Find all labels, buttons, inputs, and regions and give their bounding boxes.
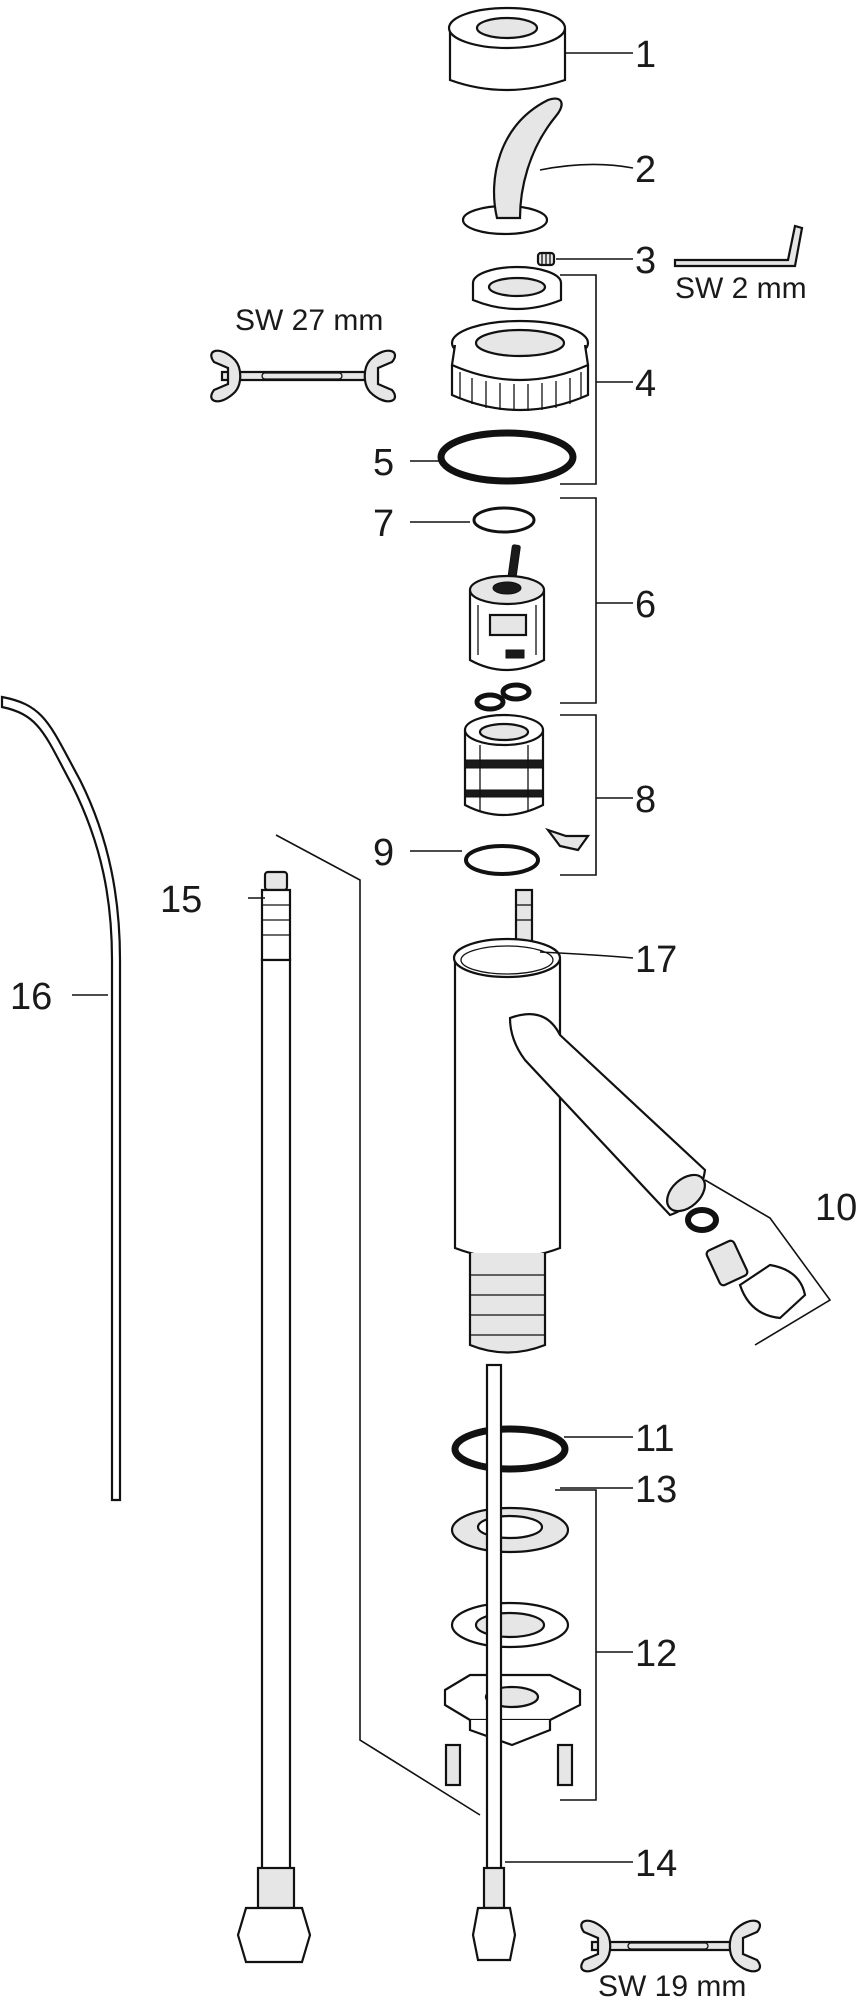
- wrench-bottom-size-label: SW 19 mm: [598, 1970, 746, 2000]
- callout-14: 14: [635, 1843, 677, 1885]
- callout-2: 2: [635, 149, 656, 191]
- part-16-rod: [0, 695, 122, 1502]
- cartridge-seals: [474, 682, 532, 712]
- callout-13: 13: [635, 1469, 677, 1511]
- part-1-cap: [447, 6, 567, 92]
- callout-17: 17: [635, 939, 677, 981]
- part-14-supply-pipe: [471, 1363, 517, 1962]
- callout-12: 12: [635, 1633, 677, 1675]
- part-8-insert: [463, 713, 591, 852]
- callout-11: 11: [635, 1418, 674, 1460]
- part-15-flex-hose: [236, 870, 312, 1964]
- callout-3: 3: [635, 240, 656, 282]
- part-6-cartridge: [468, 544, 546, 671]
- leader-lines: [72, 52, 832, 1863]
- callout-8: 8: [635, 779, 656, 821]
- callout-5: 5: [373, 442, 394, 484]
- wrench-top-icon: [210, 349, 396, 403]
- part-11-o-ring: [451, 1425, 569, 1473]
- part-3-grub-screw: [536, 251, 556, 267]
- callout-16: 16: [10, 976, 52, 1018]
- hex-key-icon: [673, 224, 804, 268]
- callout-7: 7: [373, 503, 394, 545]
- callout-9: 9: [373, 832, 394, 874]
- part-10-aerator: [685, 1207, 807, 1320]
- part-9-o-ring: [464, 844, 540, 876]
- callout-1: 1: [635, 34, 656, 76]
- callout-10: 10: [815, 1187, 857, 1229]
- part-5-o-ring: [437, 429, 577, 485]
- part-12-mounting-set: [443, 1601, 582, 1787]
- part-7-o-ring: [472, 506, 536, 534]
- callout-15: 15: [160, 879, 202, 921]
- wrench-top-size-label: SW 27 mm: [235, 304, 383, 337]
- callout-4: 4: [635, 363, 656, 405]
- hex-key-size-label: SW 2 mm: [675, 272, 807, 305]
- callout-6: 6: [635, 584, 656, 626]
- wrench-bottom-icon: [580, 1919, 761, 1973]
- part-4-threaded-nut: [450, 265, 590, 412]
- part-13-washer: [450, 1506, 570, 1554]
- part-2-lever: [461, 97, 563, 236]
- part-17-body: [452, 888, 707, 1354]
